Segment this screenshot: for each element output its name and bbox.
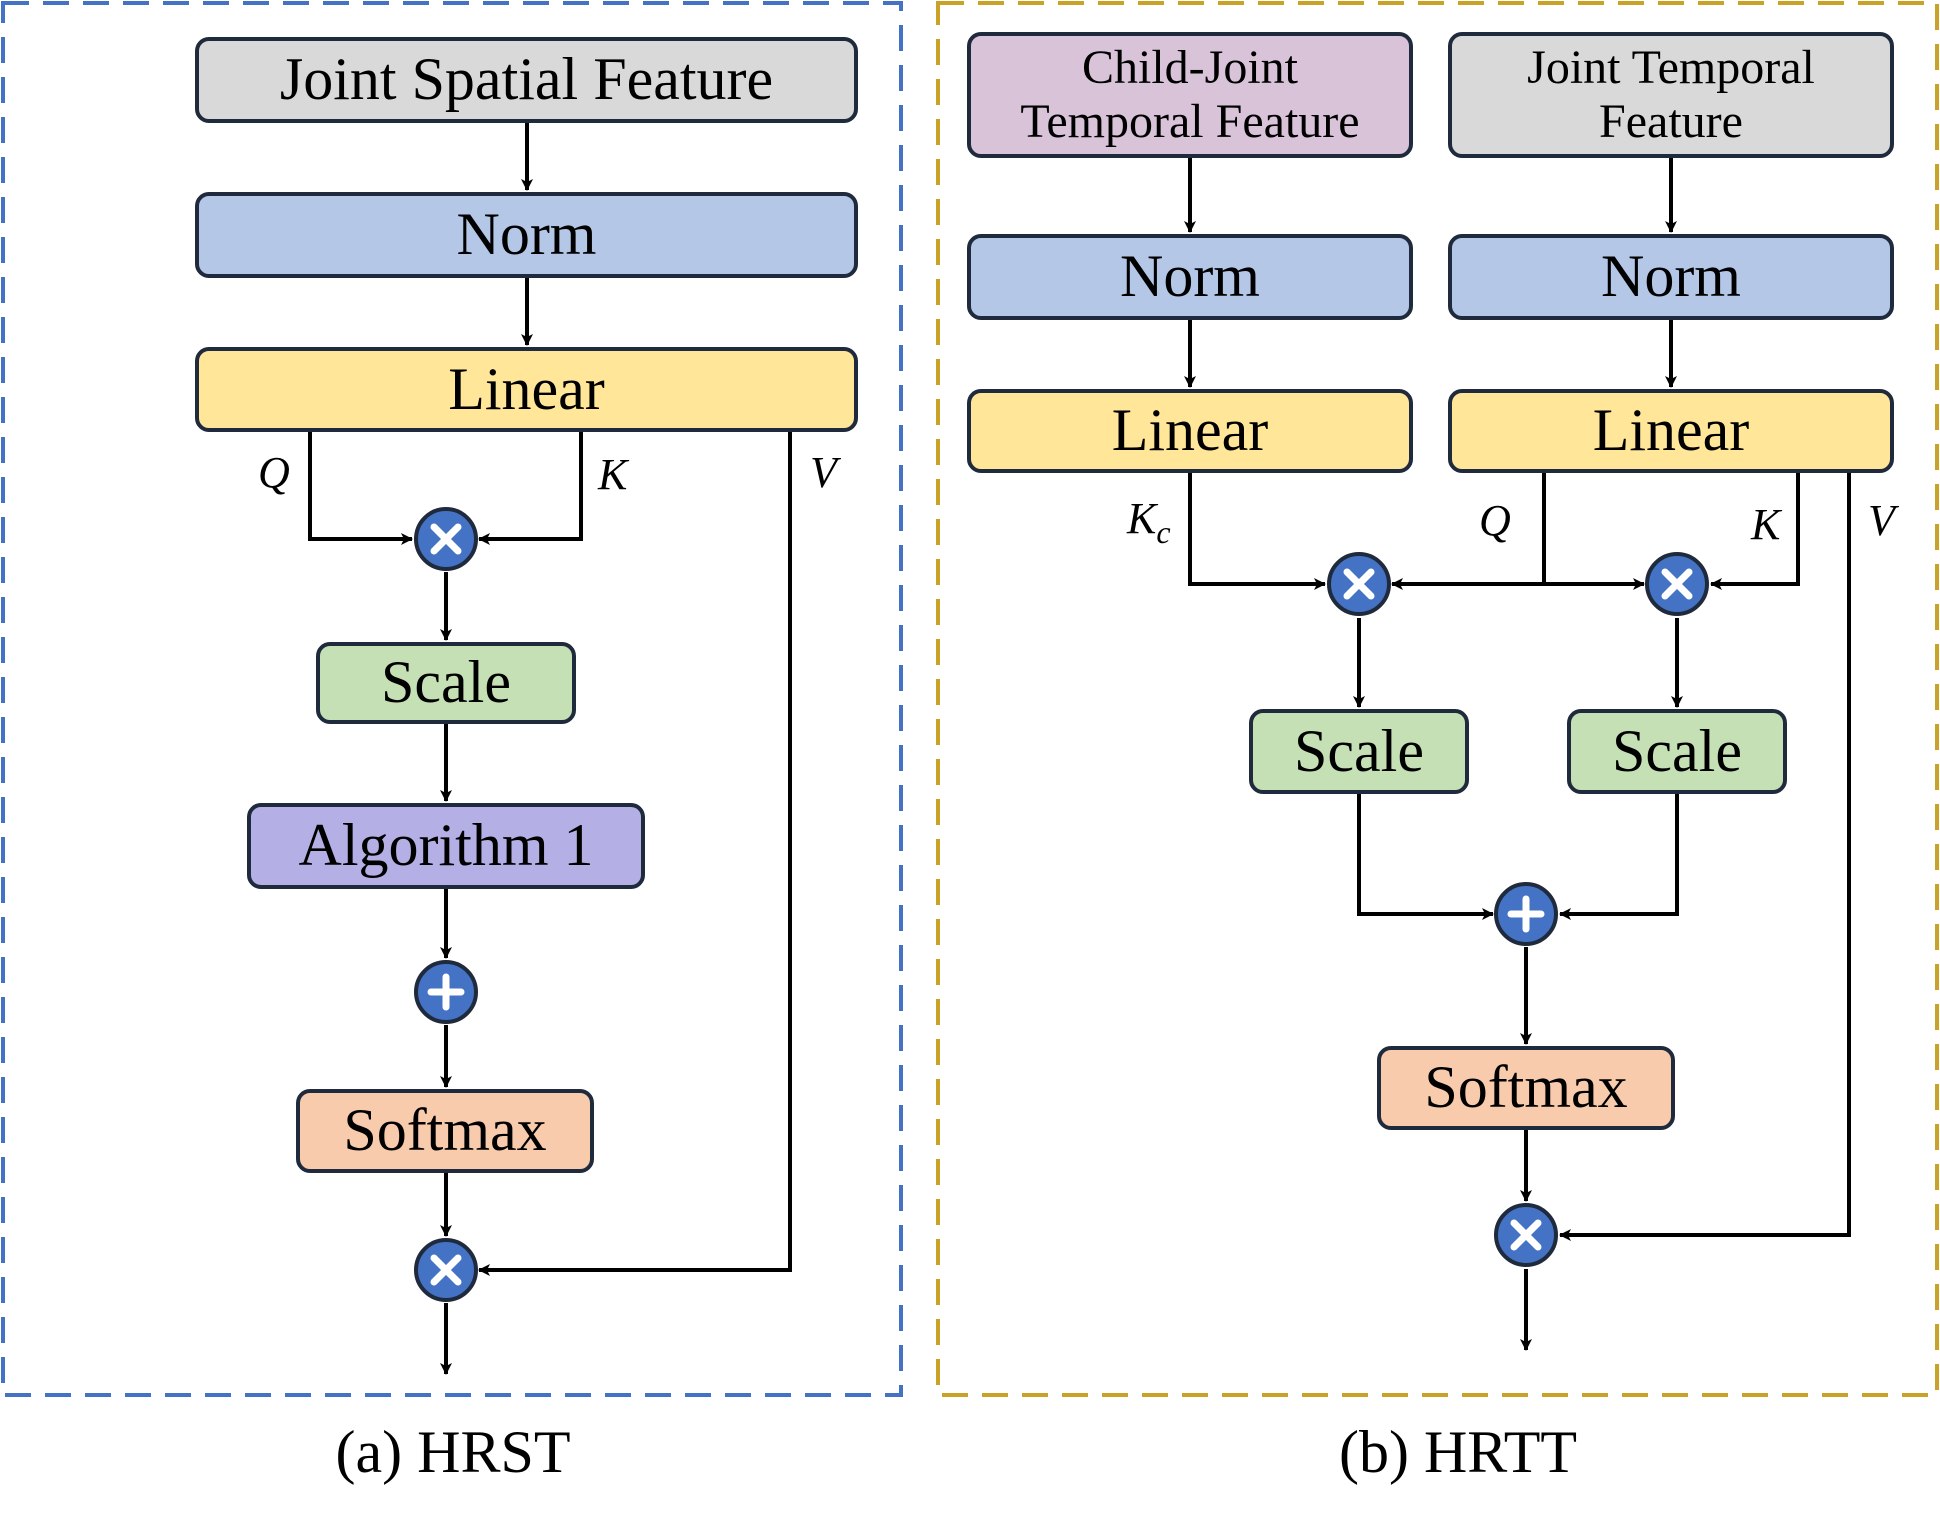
scale-left-to-add <box>1357 794 1494 920</box>
linear-box-b-right: Linear <box>1448 389 1894 473</box>
child-joint-temporal-feature-box: Child-Joint Temporal Feature <box>967 32 1413 158</box>
scale-text-b-right: Scale <box>1612 717 1742 784</box>
scale-text-b-left: Scale <box>1294 717 1424 784</box>
kc-label: Kc <box>1127 493 1171 551</box>
child-joint-line1: Child-Joint <box>1081 41 1299 95</box>
v-label-b: V <box>1868 496 1895 545</box>
k-label-b: K <box>1751 500 1781 549</box>
softmax-box-a: Softmax <box>296 1089 594 1173</box>
norm-text-b-left: Norm <box>1120 243 1260 310</box>
scale-text-a: Scale <box>381 649 511 716</box>
add-operator-b <box>1494 882 1558 946</box>
q-path <box>308 432 413 545</box>
q-label-a: Q <box>258 448 290 497</box>
panel-b-frame <box>936 1 1939 1397</box>
algorithm-text: Algorithm 1 <box>298 812 594 879</box>
norm-box-b-left: Norm <box>967 234 1413 320</box>
operator-layer <box>414 507 1709 1302</box>
panel-b-connectors <box>1184 158 1851 1351</box>
linear-text-b-right: Linear <box>1592 397 1750 464</box>
multiply-operator-q-k <box>1645 552 1709 616</box>
multiply-operator-v-b <box>1494 1203 1558 1267</box>
algorithm-box: Algorithm 1 <box>247 803 645 889</box>
multiply-operator-v <box>414 1238 478 1302</box>
joint-temporal-line2: Feature <box>1599 95 1743 148</box>
caption-b: (b) HRTT <box>1338 1419 1578 1485</box>
joint-spatial-feature-text: Joint Spatial Feature <box>279 46 774 113</box>
k-path <box>478 432 583 545</box>
joint-spatial-feature-box: Joint Spatial Feature <box>195 37 858 123</box>
joint-temporal-feature-box: Joint Temporal Feature <box>1448 32 1894 158</box>
norm-box-a: Norm <box>195 192 858 278</box>
norm-text-b-right: Norm <box>1601 243 1741 310</box>
scale-right-to-add <box>1559 794 1679 920</box>
k-path-b <box>1710 473 1800 590</box>
child-joint-line2: Temporal Feature <box>1020 95 1360 148</box>
joint-temporal-line1: Joint Temporal <box>1527 41 1815 95</box>
softmax-box-b: Softmax <box>1377 1046 1675 1130</box>
panel-a-connectors <box>308 123 792 1375</box>
scale-box-a: Scale <box>316 642 576 724</box>
kc-label-sub: c <box>1156 514 1171 550</box>
softmax-text-a: Softmax <box>343 1097 547 1164</box>
linear-text-a: Linear <box>448 355 605 422</box>
scale-box-b-right: Scale <box>1567 709 1787 794</box>
q-label-b: Q <box>1479 496 1511 545</box>
norm-text-a: Norm <box>456 201 597 268</box>
q-path-left <box>1391 473 1546 590</box>
kc-path <box>1188 473 1326 590</box>
norm-box-b-right: Norm <box>1448 234 1894 320</box>
caption-a: (a) HRST <box>335 1419 571 1485</box>
add-operator-a <box>414 960 478 1024</box>
v-path-b <box>1559 473 1851 1241</box>
kc-label-main: K <box>1127 494 1157 543</box>
multiply-operator-kc-q <box>1327 552 1391 616</box>
linear-box-b-left: Linear <box>967 389 1413 473</box>
linear-text-b-left: Linear <box>1111 397 1269 464</box>
v-path <box>478 432 792 1276</box>
k-label-a: K <box>598 450 628 499</box>
linear-box-a: Linear <box>195 347 858 432</box>
multiply-operator-qk <box>414 507 478 571</box>
scale-box-b-left: Scale <box>1249 709 1469 794</box>
panel-a-frame <box>1 1 903 1397</box>
v-label-a: V <box>810 448 837 497</box>
softmax-text-b: Softmax <box>1424 1054 1628 1121</box>
